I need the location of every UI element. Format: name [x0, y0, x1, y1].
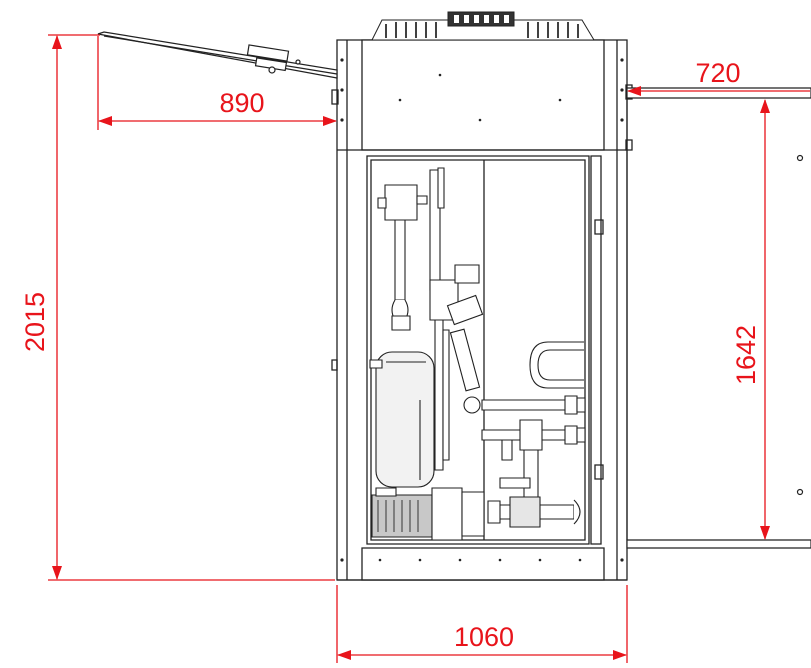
dim-total-height: 2015	[20, 292, 50, 352]
compressor-icon	[370, 352, 434, 487]
dim-door-height: 1642	[731, 325, 761, 385]
dimension-labels: 2015 890 720 1642 1060	[20, 58, 761, 652]
dim-open-door-reach: 890	[219, 88, 264, 118]
fan-icon	[372, 12, 594, 40]
open-lid	[97, 31, 338, 79]
pump-icon	[372, 488, 484, 540]
dim-side-clearance: 720	[695, 58, 740, 88]
valve-icon	[464, 342, 585, 527]
dimension-lines	[48, 35, 810, 663]
side-door	[627, 88, 811, 548]
dim-total-width: 1060	[454, 622, 514, 652]
internal-piping	[378, 168, 483, 470]
